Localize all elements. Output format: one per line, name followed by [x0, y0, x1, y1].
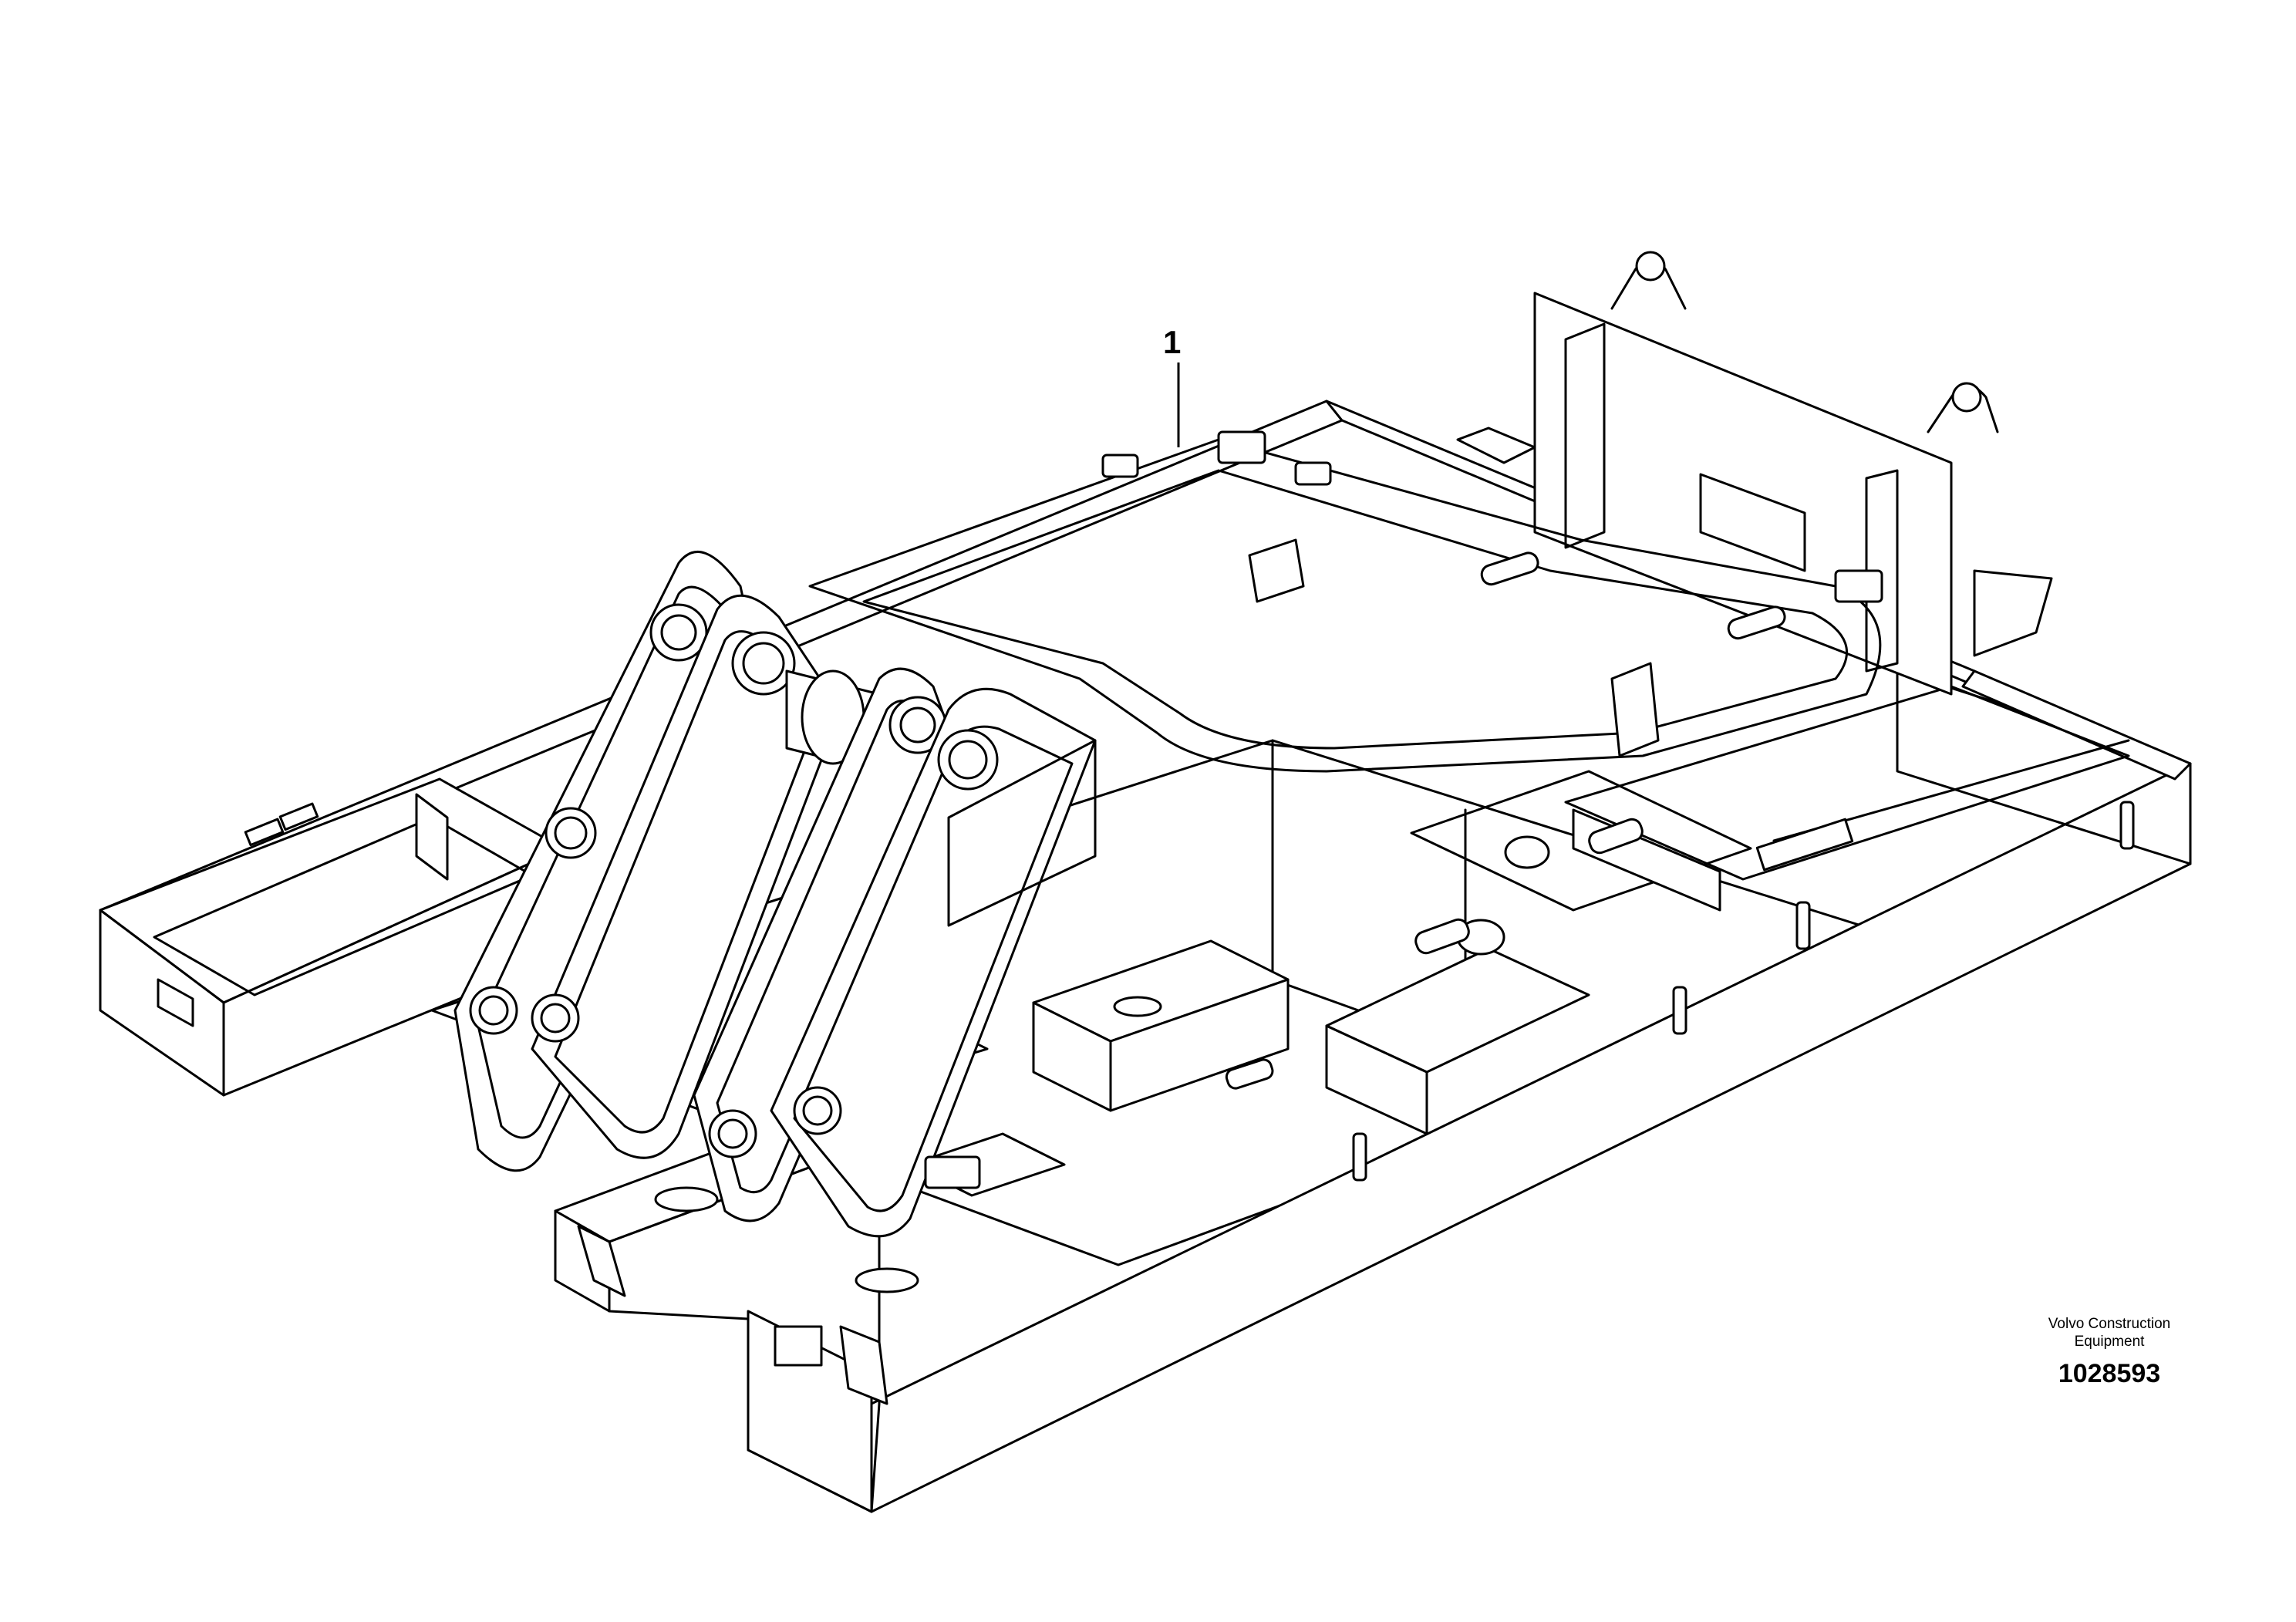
footer-brand-label: Volvo Construction Equipment: [1994, 1315, 2225, 1351]
counterweight-support: [1533, 251, 2053, 696]
upper-ring-frame: [808, 427, 1882, 773]
drawing-number: 1028593: [2058, 1359, 2161, 1388]
footer-brand-line1: Volvo Construction: [2048, 1316, 2171, 1332]
right-end-frame: [1564, 669, 2192, 881]
center-boxes: [897, 770, 1752, 1197]
boom-bracket-mid-left: [531, 594, 842, 1159]
mounting-lugs: [924, 430, 2135, 1189]
footer-brand-line2: Equipment: [2074, 1334, 2145, 1350]
part-callout-1: 1: [1163, 324, 1182, 360]
boom-bracket-right: [770, 687, 1097, 1238]
left-end-frame: [99, 777, 565, 1097]
